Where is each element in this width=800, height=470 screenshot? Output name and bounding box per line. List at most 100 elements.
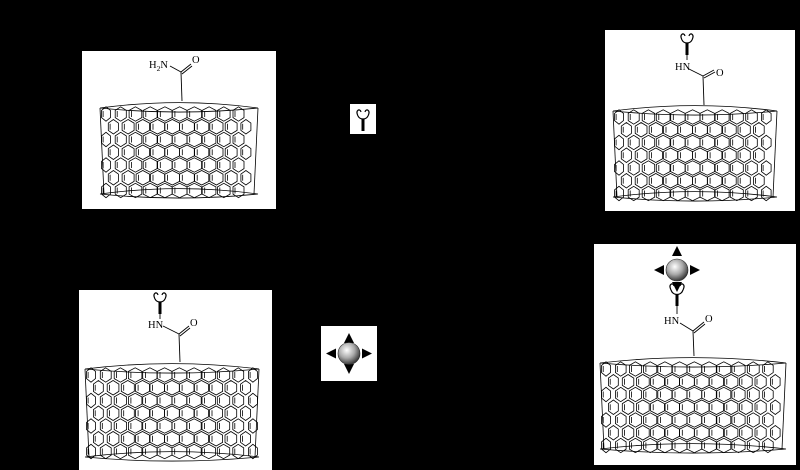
lattice-hexagon [729,185,744,202]
lattice-hexagon [746,412,760,428]
lattice-hexagon [128,106,143,122]
lattice-hexagon [217,131,231,148]
lattice-hexagon [201,418,216,434]
lattice-hexagon [707,147,723,163]
lattice-hexagon [209,170,224,186]
lattice-hexagon [86,418,96,434]
lattice-hexagon [714,109,730,125]
lattice-hexagon [113,367,127,383]
lattice-hexagon [179,431,195,447]
tube-bottom-rim [84,451,260,462]
lattice-hexagon [634,122,648,138]
nanotube-lattice [612,105,778,202]
lattice-hexagon [699,134,715,151]
lattice-hexagon [692,173,708,189]
lattice-hexagon [620,173,632,189]
lattice-hexagon [636,374,650,390]
receptor-icon [680,33,694,55]
lattice-hexagon [142,106,158,122]
lattice-hexagon [194,144,210,160]
lattice-hexagon [186,131,202,148]
lattice-hexagon [157,157,173,173]
lattice-hexagon [232,182,245,199]
lattice-hexagon [601,437,611,454]
lattice-hexagon [607,374,619,390]
lattice-hexagon [99,418,112,434]
lattice-hexagon [614,109,624,125]
amide-bonds [169,63,193,102]
lattice-hexagon [686,386,703,403]
lattice-hexagon [754,374,767,390]
lattice-hexagon [201,367,216,383]
amide-nanotube-panel: H2N O [82,51,276,209]
lattice-hexagon [731,437,746,454]
lattice-hexagon [745,185,758,202]
lattice-hexagon [686,437,703,454]
lattice-hexagon [754,399,767,415]
lattice-hexagon [679,399,695,415]
lattice-hexagon [194,405,209,421]
lattice-hexagon [655,134,671,151]
amide-bonds [686,55,716,106]
lattice-hexagon [657,361,673,377]
lattice-hexagon [179,380,195,396]
receptor-nanotube-panel-2: HN O [79,290,272,470]
lattice-hexagon [101,131,111,148]
lattice-hexagon [716,361,732,377]
lattice-hexagon [745,160,758,176]
receptor-icon [356,109,370,131]
lattice-hexagon [135,405,150,421]
lattice-hexagon [186,367,202,383]
lattice-hexagon [655,109,671,125]
lattice-hexagon [627,134,640,151]
lattice-hexagon [121,170,135,186]
lattice-hexagon [729,134,744,151]
lattice-hexagon [627,185,640,202]
lattice-hexagon [156,392,173,409]
sphere-ligand-icon [654,246,700,292]
lattice-hexagon [156,367,173,383]
lattice-hexagon [186,182,202,199]
lattice-hexagon [248,392,258,409]
lattice-hexagon [716,386,732,403]
lattice-hexagon [657,386,673,403]
amine-label: HN [148,320,164,331]
lattice-hexagon [671,361,688,377]
lattice-hexagon [217,157,231,173]
lattice-hexagon [699,160,715,176]
lattice-hexagon [240,119,252,135]
lattice-hexagon [643,361,658,377]
lattice-hexagon [670,134,686,151]
lattice-hexagon [179,144,195,160]
lattice-hexagon [171,418,188,434]
lattice-hexagon [232,443,245,460]
lattice-hexagon [620,147,632,163]
lattice-hexagon [770,399,781,416]
lattice-hexagon [128,418,143,434]
lattice-hexagon [714,134,730,151]
lattice-hexagon [128,182,143,199]
lattice-hexagon [128,131,143,148]
lattice-hexagon [224,119,238,135]
lattice-hexagon [224,144,238,160]
lattice-hexagon [664,425,680,441]
lattice-hexagon [216,443,231,460]
lattice-hexagon [650,399,665,415]
lattice-hexagon [648,147,663,163]
lattice-hexagon [224,405,238,421]
lattice-hexagon [114,106,127,122]
tube-left-wall [84,368,90,458]
lattice-hexagon [232,367,245,383]
lattice-hexagon [156,418,173,434]
lattice-hexagon [135,119,150,135]
lattice-hexagon [107,119,119,135]
lattice-hexagon [186,157,202,173]
lattice-hexagon [201,157,217,173]
lattice-hexagon [157,131,173,148]
lattice-hexagon [99,367,112,383]
lattice-hexagon [701,412,717,428]
lattice-hexagon [762,361,774,377]
lattice-hexagon [142,418,158,434]
lattice-hexagon [729,109,744,125]
tube-left-wall [99,107,105,195]
